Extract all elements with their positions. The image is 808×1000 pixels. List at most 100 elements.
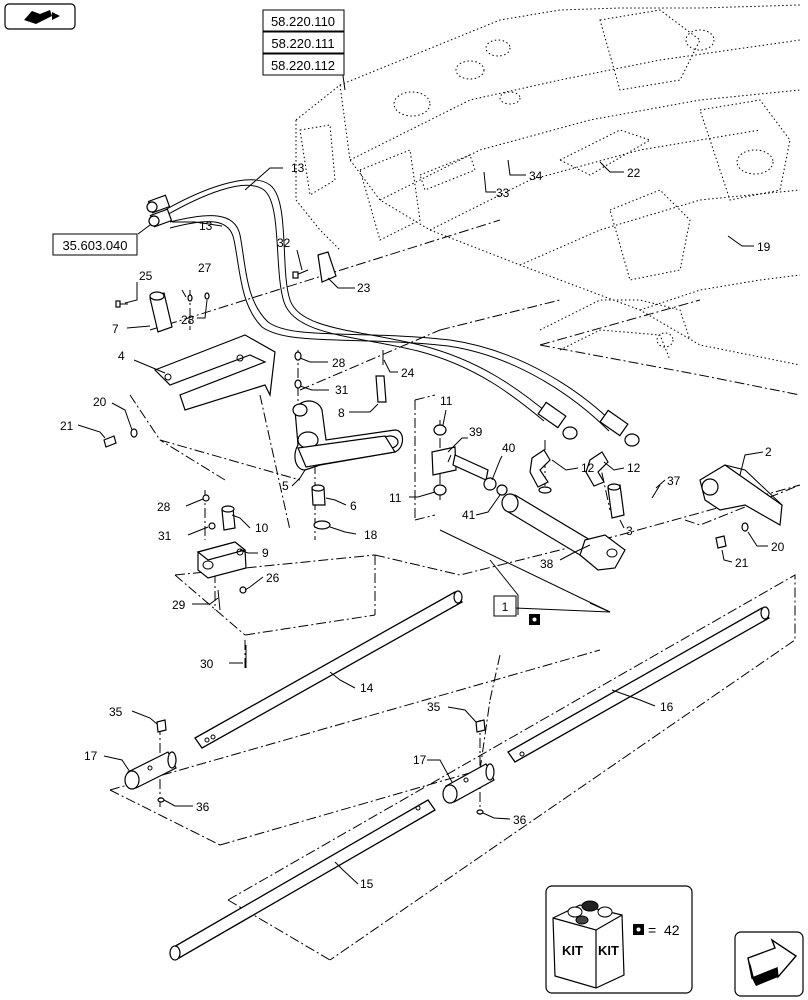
washers-28-31 — [294, 351, 302, 389]
callout-10: 10 — [255, 521, 269, 535]
bolt-25 — [115, 300, 128, 308]
lever-5 — [292, 400, 404, 471]
callout-36: 36 — [513, 813, 527, 827]
kit-number: 42 — [664, 922, 680, 938]
callout-28: 28 — [181, 313, 195, 327]
callout-31: 31 — [335, 383, 349, 397]
right-bracket-2 — [699, 464, 783, 549]
callout-12: 12 — [627, 461, 641, 475]
callout-11: 11 — [440, 394, 453, 408]
callout-20: 20 — [93, 395, 107, 409]
callout-23: 23 — [357, 281, 371, 295]
small-parts-27-28 — [187, 292, 210, 302]
machine-frame — [295, 4, 801, 366]
reference-label: 58.220.112 — [271, 58, 335, 73]
callout-27: 27 — [198, 261, 212, 275]
callout-18: 18 — [364, 528, 378, 542]
hydraulic-cylinder-38 — [501, 486, 626, 571]
callout-17: 17 — [413, 753, 427, 767]
callout-2: 2 — [765, 445, 772, 459]
callout-26: 26 — [266, 571, 280, 585]
callout-8: 8 — [338, 406, 345, 420]
pin-8-24 — [375, 350, 387, 403]
leader-lines — [77, 61, 768, 885]
reference-box-35-603-040[interactable]: 35.603.040 — [52, 233, 138, 256]
tube-16 — [507, 606, 770, 763]
callout-29: 29 — [172, 598, 186, 612]
callout-16: 16 — [660, 700, 674, 714]
callout-6: 6 — [350, 499, 357, 513]
callout-38: 38 — [540, 557, 554, 571]
callout-22: 22 — [627, 166, 641, 180]
sleeve-17-right — [442, 763, 495, 804]
callout-13: 13 — [199, 219, 213, 233]
callout-21: 21 — [735, 556, 749, 570]
block-9 — [196, 494, 247, 668]
reference-box-58-220-110[interactable]: 58.220.110 — [262, 9, 345, 32]
kit-label-left: KIT — [562, 943, 583, 958]
callout-1: 1 — [502, 600, 509, 614]
kit-equals: = — [648, 922, 656, 938]
callout-34: 34 — [529, 169, 543, 183]
callout-24: 24 — [401, 366, 415, 380]
construction-lines — [109, 219, 801, 961]
callout-36: 36 — [196, 800, 210, 814]
reference-box-58-220-112[interactable]: 58.220.112 — [262, 53, 345, 76]
callout-12: 12 — [581, 461, 595, 475]
hose-fitting-lower — [148, 208, 173, 228]
callout-11: 11 — [389, 491, 402, 505]
elbow-fittings-12 — [529, 449, 609, 488]
callout-13: 13 — [291, 161, 305, 175]
clip-23-32 — [292, 251, 337, 283]
reference-box-58-220-111[interactable]: 58.220.111 — [262, 31, 345, 54]
tube-14 — [194, 590, 463, 749]
reference-label: 58.220.111 — [271, 36, 334, 51]
callout-31: 31 — [158, 529, 172, 543]
back-to-index-icon[interactable] — [4, 3, 76, 30]
rod-end-39-40-41 — [431, 424, 508, 496]
callout-25: 25 — [139, 269, 153, 283]
callout-41: 41 — [462, 508, 476, 522]
hydraulic-hoses — [146, 179, 640, 447]
callout-5: 5 — [282, 479, 289, 493]
pin-3-37 — [607, 483, 661, 519]
kit-label-right: KIT — [598, 943, 619, 958]
hose-fitting-upper — [146, 194, 171, 214]
callout-35: 35 — [427, 700, 441, 714]
sleeve-17-left — [124, 751, 177, 790]
tube-15 — [169, 799, 436, 961]
callout-20: 20 — [771, 540, 785, 554]
callout-17: 17 — [84, 749, 98, 763]
kit-legend: KIT KIT = 42 — [545, 885, 693, 994]
assembly-box-1[interactable]: 1 — [493, 595, 517, 617]
next-page-arrow-icon[interactable] — [734, 931, 804, 997]
callout-4: 4 — [118, 349, 125, 363]
callout-19: 19 — [757, 240, 771, 254]
callout-labels: 25 27 28 7 4 20 21 13 13 32 23 28 31 24 … — [60, 161, 785, 891]
callout-28: 28 — [157, 500, 171, 514]
callout-14: 14 — [360, 681, 374, 695]
left-bracket — [153, 334, 276, 411]
callout-32: 32 — [277, 236, 291, 250]
bolts-35-36 — [156, 719, 486, 815]
callout-7: 7 — [112, 322, 119, 336]
pin-7 — [149, 291, 173, 333]
bushing-6-18 — [311, 484, 331, 530]
reference-label: 35.603.040 — [62, 238, 127, 253]
callout-35: 35 — [109, 705, 123, 719]
callout-9: 9 — [262, 546, 269, 560]
bolt-20-21-left — [103, 428, 138, 448]
reference-label: 58.220.110 — [271, 14, 335, 29]
callout-21: 21 — [60, 419, 74, 433]
callout-3: 3 — [626, 524, 633, 538]
callout-28: 28 — [332, 356, 346, 370]
kit-box-icon: KIT KIT — [552, 900, 625, 989]
callout-15: 15 — [360, 877, 374, 891]
callout-39: 39 — [469, 425, 483, 439]
callout-30: 30 — [200, 657, 214, 671]
callout-40: 40 — [502, 441, 516, 455]
callout-33: 33 — [496, 186, 510, 200]
kit-marker-icon — [529, 614, 540, 625]
callout-37: 37 — [667, 474, 681, 488]
